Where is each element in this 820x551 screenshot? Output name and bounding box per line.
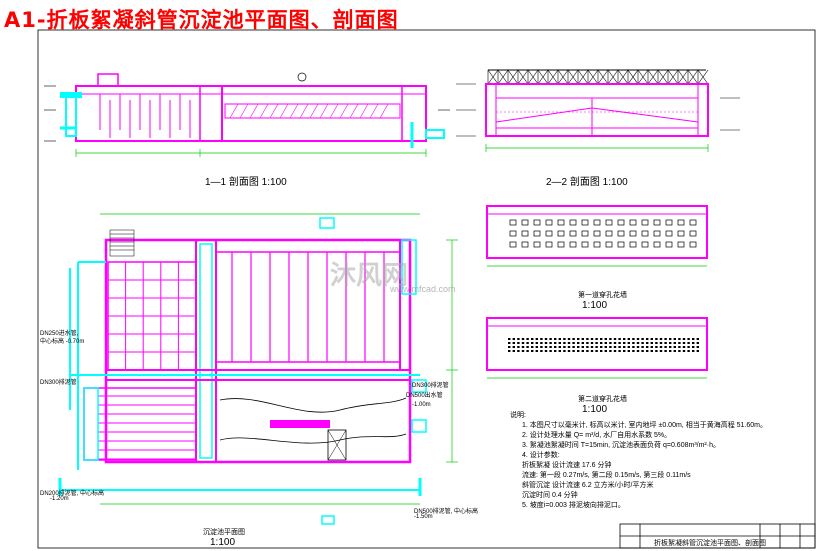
note-item: 1. 本图尺寸以毫米计, 标高以米计, 室内地坪 ±0.00m, 相当于黄海高程… [522,422,767,429]
title-block-project: 折板絮凝斜管沉淀池平面图、剖面图 [654,540,766,547]
section-2-caption: 2—2 剖面图 1:100 [546,177,628,188]
wall-2-scale: 1:100 [582,404,608,415]
label-dn300-right: DN300排泥管 [412,383,449,389]
note-item: 4. 设计参数: [522,452,560,459]
wall-1-drawing [486,205,708,267]
label-dn500-outlet-elev: -1.00m [412,402,431,408]
section-2-drawing [456,69,740,152]
note-item: 斜管沉淀 设计流速 6.2 立方米/小时/平方米 [522,482,654,489]
section-1-drawing [44,72,450,157]
section-1-inlet-pipe [65,95,77,137]
notes-heading: 说明: [510,412,526,419]
watermark-text: 沐风网 [330,261,409,291]
section-2-tank [485,83,709,137]
plan-scale: 1:100 [210,537,236,548]
label-dn300-left: DN300排泥管 [40,380,77,386]
wall-2-drawing [486,317,708,379]
sheet-border [37,29,816,549]
label-dn200-bottom: DN200排泥管, 中心标高 [40,491,105,497]
note-item: 流速: 第一段 0.27m/s, 第二段 0.15m/s, 第三段 0.11m/… [522,472,691,479]
title-block [619,523,816,549]
label-dn500-bottom-elev: -1.50m [414,514,433,520]
plan-caption: 沉淀池平面图 [203,529,245,536]
label-dn500-outlet: DN500出水管 [406,393,443,399]
note-item: 沉淀时间 0.4 分钟 [522,492,578,499]
label-dn500-bottom: DN500排泥管, 中心标高 [414,509,479,515]
plan-outer-wall [104,238,412,464]
section-1-outlet-pipe [425,129,445,139]
section-1-caption: 1—1 剖面图 1:100 [205,177,287,188]
wall-1-scale: 1:100 [582,300,608,311]
label-dn250-inlet: DN250进水管, [40,331,79,337]
label-dn250-inlet-elev: 中心标高 -0.70m [40,339,85,345]
note-item: 3. 絮凝池絮凝时间 T=15min, 沉淀池表面负荷 q=0.608m³/m²… [522,442,720,449]
wall-1-caption: 第一道穿孔花墙 [578,292,627,299]
plan-drawing [58,213,458,525]
watermark-url: www.mfcad.com [390,284,456,294]
drawing-title: A1-折板絮凝斜管沉淀池平面图、剖面图 [4,8,399,32]
label-dn200-bottom-elev: -1.20m [50,496,69,502]
note-item: 折板絮凝 设计流速 17.6 分钟 [522,462,612,469]
wall-2-caption: 第二道穿孔花墙 [578,396,627,403]
note-item: 5. 坡度i=0.003 排泥坡向排泥口。 [522,502,625,509]
note-item: 2. 设计处理水量 Q= m³/d, 水厂自用水系数 5%。 [522,432,672,439]
